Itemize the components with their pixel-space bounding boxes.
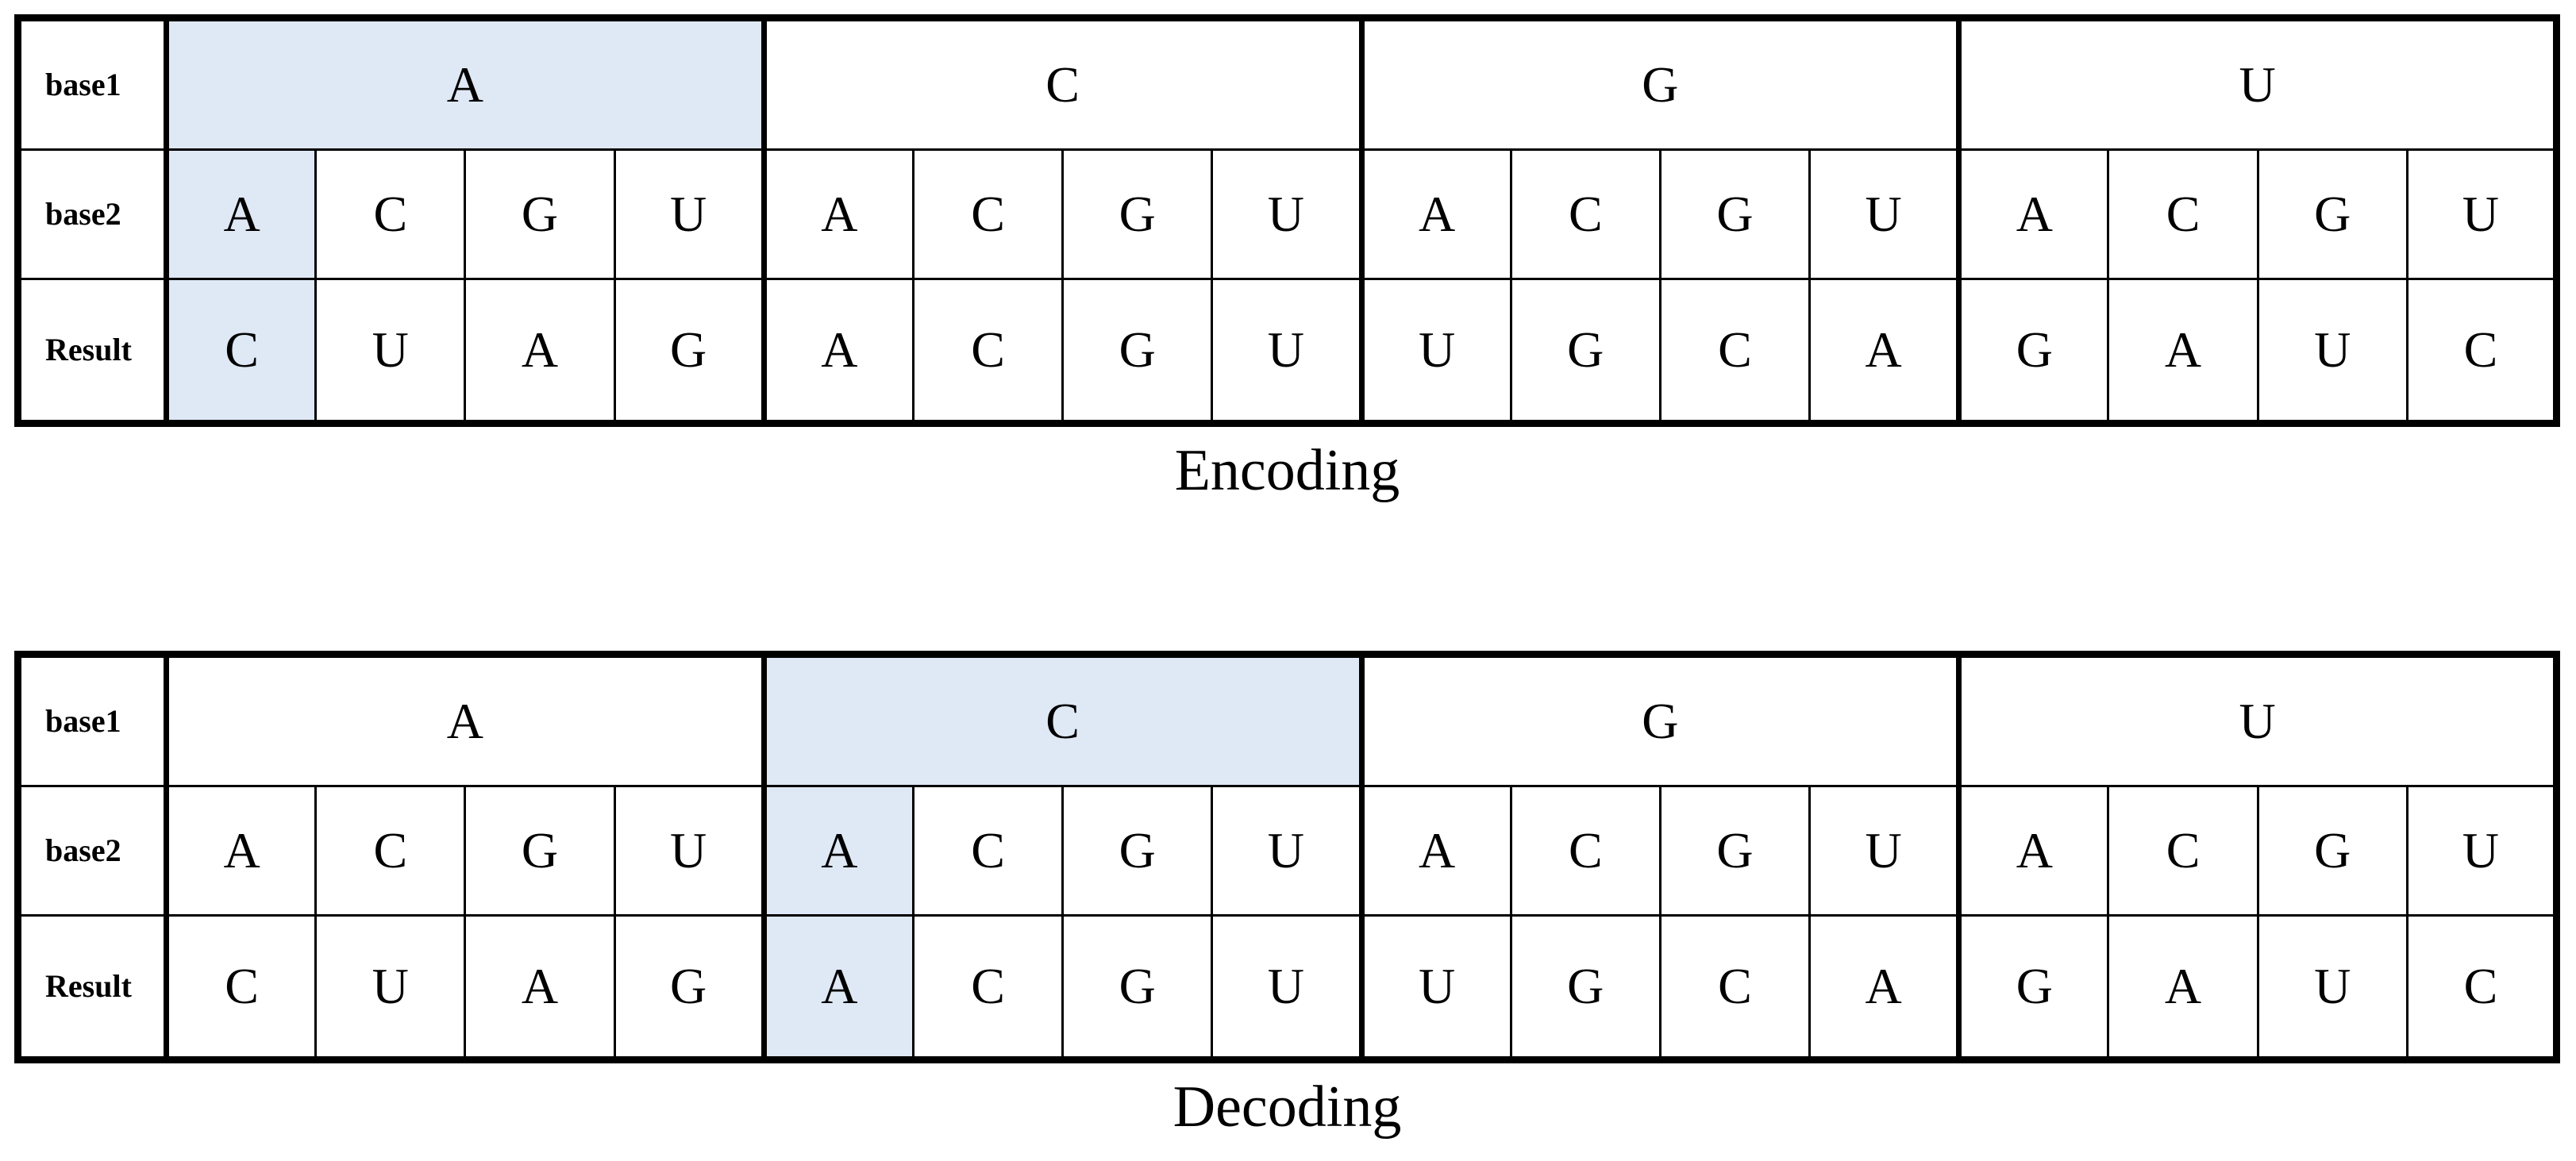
base2-cell: G [1658,785,1812,917]
result-cell: A [2107,914,2259,1061]
base2-cell: U [613,785,765,917]
base1-cell: G [1358,653,1961,787]
base2-cell: A [1956,148,2110,280]
base1-cell: C [760,653,1363,787]
base2-cell: C [1509,785,1662,917]
base1-cell: G [1358,17,1961,151]
result-cell: C [2405,914,2559,1061]
result-cell: U [314,914,467,1061]
row-label-base1: base1 [17,17,169,151]
base2-cell: G [464,148,616,280]
result-cell: U [1358,278,1512,425]
row-label-base1: base1 [17,653,169,787]
result-cell: G [1061,278,1214,425]
result-cell: G [1509,278,1662,425]
base2-cell: G [1061,785,1214,917]
row-label-result: Result [17,914,169,1061]
base2-cell: A [760,148,914,280]
row-label-base2: base2 [17,785,169,917]
result-cell: C [163,914,318,1061]
result-cell: G [613,278,765,425]
result-cell: A [2107,278,2259,425]
base2-cell: G [464,785,616,917]
base1-cell: A [164,17,765,151]
row-label-result: Result [17,278,169,425]
result-cell: C [1658,914,1812,1061]
result-cell: A [1808,278,1961,425]
result-cell: G [1956,914,2110,1061]
result-cell: U [2256,914,2409,1061]
result-cell: C [1658,278,1812,425]
base2-cell: U [1211,148,1363,280]
result-cell: C [911,914,1065,1061]
result-cell: G [1956,278,2110,425]
base2-cell: U [1808,148,1961,280]
base2-cell: C [911,148,1065,280]
base1-cell: A [164,653,765,787]
result-cell: G [1061,914,1214,1061]
base2-cell: A [163,148,318,280]
result-cell: C [911,278,1065,425]
result-cell: A [760,914,914,1061]
base1-cell: C [760,17,1363,151]
base1-cell: U [1956,17,2558,151]
base2-cell: A [1956,785,2110,917]
base2-cell: C [314,148,467,280]
result-cell: U [1211,914,1363,1061]
base2-cell: G [1061,148,1214,280]
base2-cell: C [1509,148,1662,280]
result-cell: U [1211,278,1363,425]
result-cell: G [1509,914,1662,1061]
base2-cell: C [314,785,467,917]
base2-cell: A [163,785,318,917]
base2-cell: A [1358,785,1512,917]
base2-cell: U [2405,785,2559,917]
base2-cell: U [2405,148,2559,280]
row-label-base2: base2 [17,148,169,280]
base2-cell: A [760,785,914,917]
result-cell: G [613,914,765,1061]
base2-cell: U [613,148,765,280]
result-cell: A [760,278,914,425]
base2-cell: C [2107,785,2259,917]
base2-cell: G [2256,785,2409,917]
base2-cell: C [2107,148,2259,280]
base2-cell: U [1211,785,1363,917]
base2-cell: C [911,785,1065,917]
result-cell: C [163,278,318,425]
table-caption: Encoding [1174,438,1400,503]
result-cell: C [2405,278,2559,425]
result-cell: A [1808,914,1961,1061]
base2-cell: G [1658,148,1812,280]
result-cell: A [464,278,616,425]
result-cell: A [464,914,616,1061]
result-cell: U [2256,278,2409,425]
base2-cell: G [2256,148,2409,280]
base2-cell: U [1808,785,1961,917]
result-cell: U [1358,914,1512,1061]
table-caption: Decoding [1172,1075,1402,1140]
base1-cell: U [1956,653,2558,787]
result-cell: U [314,278,467,425]
base2-cell: A [1358,148,1512,280]
